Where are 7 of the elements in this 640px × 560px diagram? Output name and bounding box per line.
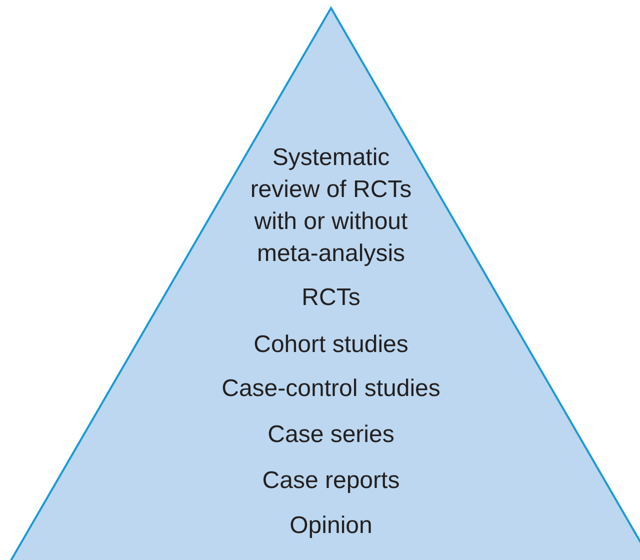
evidence-level-label: Systematic review of RCTs with or without meta-analysis [249, 143, 413, 269]
evidence-level-label: Cohort studies [252, 330, 410, 360]
evidence-level-label: Opinion [288, 511, 374, 541]
evidence-level-label: Case reports [261, 466, 401, 496]
evidence-level-label: RCTs [300, 283, 362, 313]
evidence-level-label: Case-control studies [220, 374, 442, 404]
evidence-level-label: Case series [266, 420, 396, 450]
